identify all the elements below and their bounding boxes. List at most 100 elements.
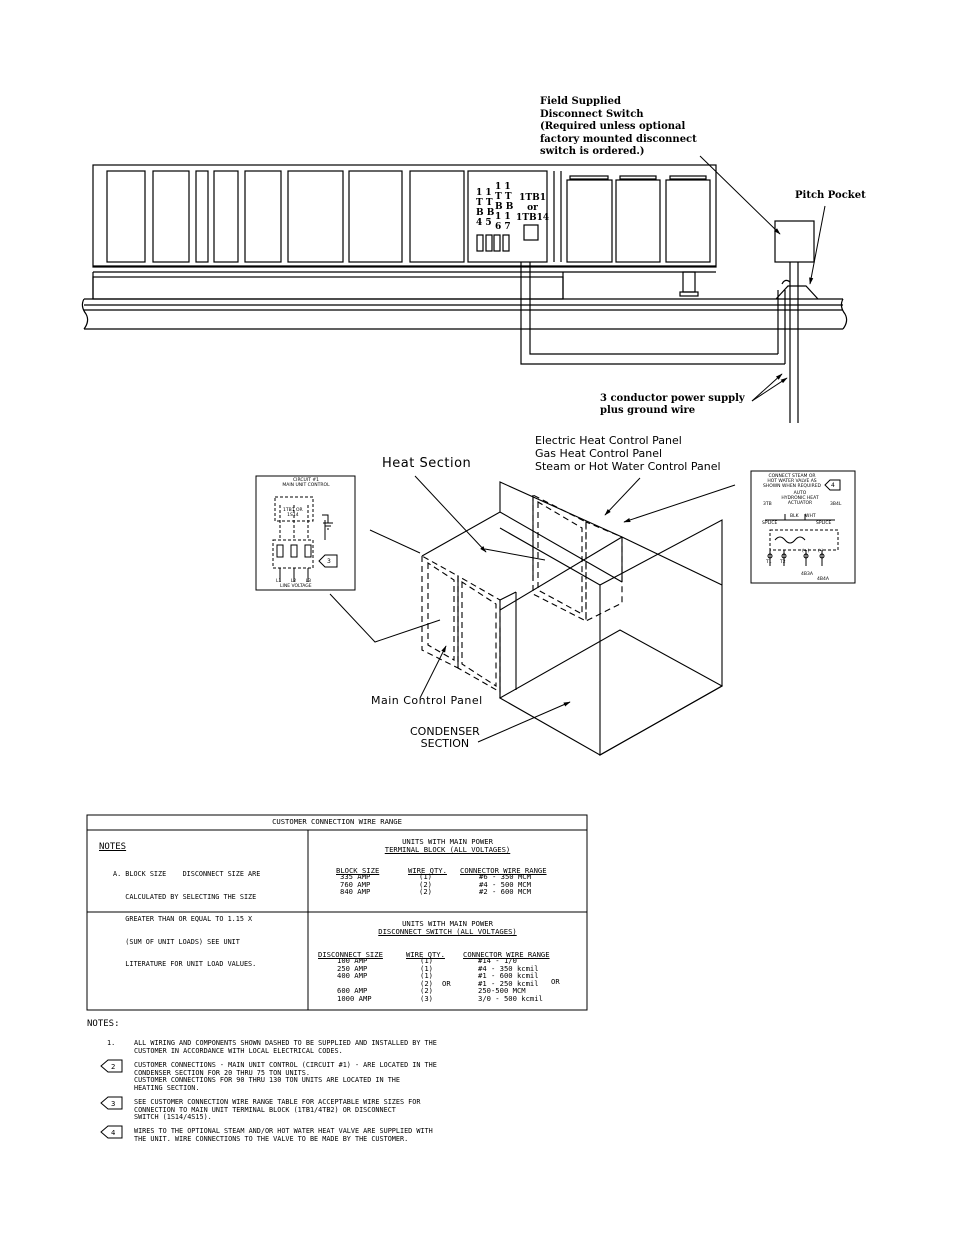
ri-plus: (+)	[802, 549, 810, 554]
power-line: plus ground wire	[600, 405, 696, 416]
tb-cell: (2)	[419, 887, 432, 896]
panel-line: Electric Heat Control Panel	[535, 434, 682, 447]
tb-c-line: 1TB1	[519, 193, 546, 203]
ds-cell: #1 - 250 kcmil	[478, 978, 539, 988]
tb-heading: UNITS WITH MAIN POWER TERMINAL BLOCK (AL…	[308, 838, 587, 853]
ds-heading: UNITS WITH MAIN POWER DISCONNECT SWITCH …	[308, 920, 587, 935]
ds-cell: 250-500 MCM	[478, 986, 526, 995]
ri-3b4l: 3B4L	[830, 502, 842, 507]
ds-heading-line: UNITS WITH MAIN POWER	[402, 919, 493, 928]
iso-leaders	[329, 475, 736, 743]
ds-col: DISCONNECT SIZE	[318, 950, 383, 959]
notes-heading: NOTES:	[87, 1019, 120, 1029]
ds-cell: 1000 AMP	[337, 993, 372, 1003]
tb-col: BLOCK SIZE	[336, 866, 380, 875]
disconnect-line: (Required unless optional	[540, 121, 686, 132]
inset-title-line: MAIN UNIT CONTROL	[282, 483, 330, 488]
note-a-line: CALCULATED BY SELECTING THE SIZE	[113, 892, 257, 901]
inset-tb-line: 1S14	[287, 513, 299, 518]
condenser-line: CONDENSER	[410, 725, 480, 738]
terminal-label-b: 1 1 T T B B 1 1 6 7	[495, 182, 513, 232]
ds-cell: 250 AMP	[337, 963, 368, 973]
inset-tb-line: 1TB1 OR	[283, 508, 303, 513]
table-notes-heading: NOTES	[99, 842, 127, 852]
terminal-label-c: 1TB1 or 1TB14	[516, 193, 549, 223]
ri-4b4a: 4B4A	[817, 577, 829, 582]
disconnect-line: Field Supplied	[540, 96, 621, 107]
note-line: HEATING SECTION.	[134, 1083, 200, 1092]
ri-splice-right: SPLICE	[816, 521, 832, 526]
ds-col: CONNECTOR WIRE RANGE	[463, 950, 550, 959]
ds-cell: 100 AMP	[337, 956, 368, 965]
ri-title-line: SHOWN WHEN REQUIRED	[762, 484, 822, 489]
note-line: SEE CUSTOMER CONNECTION WIRE RANGE TABLE…	[134, 1098, 421, 1106]
disconnect-line: switch is ordered.)	[540, 146, 645, 157]
ri-t2: T2	[780, 560, 786, 565]
ri-t1: T1	[766, 560, 772, 565]
top-leaders	[699, 155, 826, 402]
terminal-label-a: 1 1 T T B B 4 5	[476, 188, 494, 228]
disconnect-switch-label: Field Supplied Disconnect Switch (Requir…	[540, 96, 697, 159]
ri-sub-line: HYDRONIC HEAT	[781, 496, 819, 501]
ri-blk: BLK	[790, 514, 799, 519]
tb-b-line: B B	[495, 202, 514, 212]
ds-heading-line: DISCONNECT SWITCH (ALL VOLTAGES)	[378, 926, 517, 936]
left-inset-callout: 3	[327, 558, 331, 565]
ds-cell: (1)	[420, 963, 433, 973]
ds-cell: 600 AMP	[337, 986, 368, 995]
table-title: CUSTOMER CONNECTION WIRE RANGE	[272, 817, 402, 826]
ds-cell: #14 - 1/0	[478, 956, 517, 965]
right-inset-callout: 4	[831, 482, 835, 489]
tb-b-line: 1 1	[495, 212, 511, 222]
note-a-line: GREATER THAN OR EQUAL TO 1.15 X	[113, 915, 253, 923]
tb-cell: #4 - 500 MCM	[479, 879, 531, 889]
note-callouts	[100, 1059, 123, 1139]
tb-a-line: 1 1	[476, 188, 492, 198]
isometric-view	[421, 481, 724, 756]
note-a-line: (SUM OF UNIT LOADS) SEE UNIT	[113, 937, 240, 946]
pitch-pocket-label: Pitch Pocket	[795, 190, 866, 201]
left-inset	[255, 475, 356, 591]
tb-cell: 760 AMP	[340, 879, 371, 889]
ds-cell: #1 - 600 kcmil	[478, 971, 539, 980]
ri-splice-left: SPLICE	[762, 521, 778, 526]
note-a-line: A. BLOCK SIZE DISCONNECT SIZE ARE	[113, 870, 261, 878]
tb-heading-line: UNITS WITH MAIN POWER	[402, 837, 493, 846]
tb-heading-line: TERMINAL BLOCK (ALL VOLTAGES)	[384, 844, 511, 854]
condenser-line: SECTION	[420, 737, 470, 750]
tb-cell: #2 - 600 MCM	[479, 887, 531, 896]
panel-line: Gas Heat Control Panel	[535, 447, 663, 460]
note-number: 1.	[107, 1039, 116, 1047]
tb-a-line: T T	[476, 198, 493, 208]
heat-section-label: Heat Section	[382, 456, 472, 471]
control-panels-label: Electric Heat Control Panel Gas Heat Con…	[535, 434, 721, 473]
ds-or-2: OR	[551, 977, 560, 986]
left-inset-terms: L1 L2 L3	[276, 579, 311, 584]
note-2-callout: 2	[111, 1062, 116, 1071]
left-inset-line-voltage: LINE VOLTAGE	[280, 584, 312, 589]
tb-cell: (1)	[419, 872, 432, 881]
table-note-a: A. BLOCK SIZE DISCONNECT SIZE ARE CALCUL…	[113, 856, 260, 976]
power-supply-label: 3 conductor power supply plus ground wir…	[600, 393, 745, 417]
tb-cell: #6 - 350 MCM	[479, 872, 531, 881]
ds-cell: (2)	[420, 978, 433, 988]
ds-col: WIRE QTY.	[406, 950, 445, 959]
wire-range-table	[86, 814, 588, 1011]
note-3-callout: 3	[111, 1099, 116, 1108]
ri-wht: WHT	[805, 514, 816, 519]
tb-b-line: 6 7	[495, 222, 511, 232]
unit-side-view	[81, 164, 848, 423]
ds-cell: (1)	[420, 956, 433, 965]
note-line: CUSTOMER CONNECTIONS - MAIN UNIT CONTROL…	[134, 1061, 437, 1069]
ri-minus: (-)	[818, 549, 824, 554]
note-line: SWITCH (1S14/4S15).	[134, 1113, 212, 1121]
right-inset-title: CONNECT STEAM OR HOT WATER VALVE AS SHOW…	[760, 474, 824, 489]
tb-c-line: or	[527, 203, 538, 213]
ds-or-1: OR	[442, 979, 451, 988]
panel-line: Steam or Hot Water Control Panel	[535, 460, 721, 473]
disconnect-line: Disconnect Switch	[540, 108, 644, 120]
note-line: ALL WIRING AND COMPONENTS SHOWN DASHED T…	[134, 1039, 437, 1047]
tb-cell: (2)	[419, 879, 432, 889]
note-line: CONDENSER SECTION FOR 20 THRU 75 TON UNI…	[134, 1068, 310, 1077]
